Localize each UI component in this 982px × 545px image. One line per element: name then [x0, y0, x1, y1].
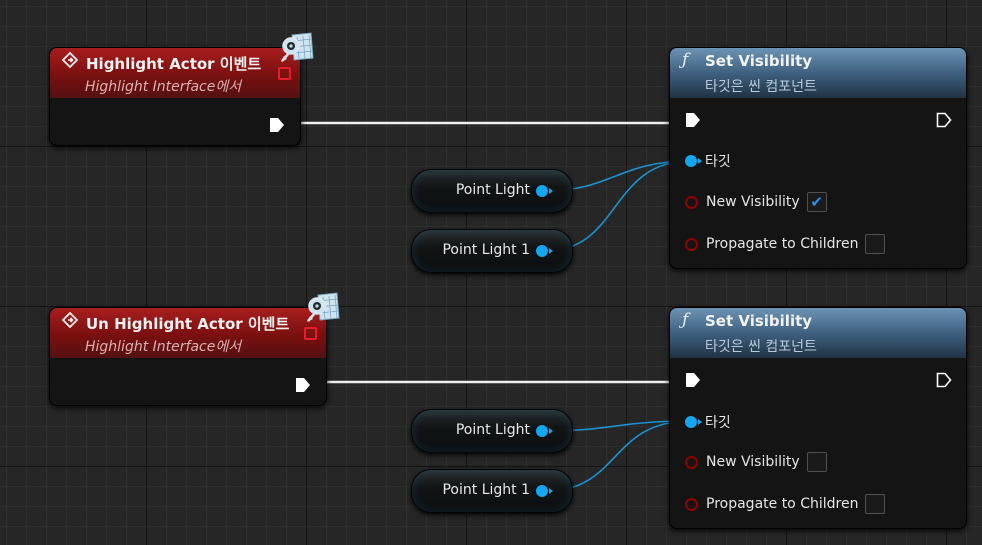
- event-title: Highlight Actor 이벤트: [86, 55, 262, 73]
- pin-row-propagate: Propagate to Children: [685, 233, 886, 255]
- interface-badge-icon: [307, 292, 340, 322]
- variable-node-point-light[interactable]: Point Light: [411, 169, 573, 213]
- event-subtitle: Highlight Interface에서: [85, 339, 242, 355]
- pin-label: New Visibility: [706, 454, 800, 470]
- variable-node-point-light-1[interactable]: Point Light 1: [411, 469, 573, 513]
- interface-badge-icon: [281, 32, 314, 62]
- pin-row-target: 타깃: [685, 150, 731, 172]
- event-diamond-icon: [62, 312, 78, 328]
- variable-node-point-light-1[interactable]: Point Light 1: [411, 229, 573, 273]
- event-node-header: Highlight Actor 이벤트 Highlight Interface에…: [50, 48, 300, 98]
- pin-label: New Visibility: [706, 194, 800, 210]
- function-node-header: ƒ Set Visibility 타깃은 씬 컴포넌트: [670, 308, 966, 358]
- pin-row-new-visibility: New Visibility ✔: [685, 191, 827, 213]
- function-icon: ƒ: [682, 310, 689, 330]
- variable-output-pin[interactable]: [536, 425, 553, 437]
- new-visibility-checkbox[interactable]: ✔: [806, 192, 827, 212]
- variable-label: Point Light 1: [442, 242, 530, 258]
- propagate-checkbox[interactable]: [865, 234, 886, 254]
- function-node-set-visibility[interactable]: ƒ Set Visibility 타깃은 씬 컴포넌트 타깃 New Visib…: [669, 47, 967, 269]
- function-node-set-visibility[interactable]: ƒ Set Visibility 타깃은 씬 컴포넌트 타깃 New Visib…: [669, 307, 967, 529]
- variable-label: Point Light: [455, 182, 530, 198]
- event-diamond-icon: [62, 52, 78, 68]
- pin-row-new-visibility: New Visibility: [685, 451, 827, 473]
- variable-output-pin[interactable]: [536, 185, 553, 197]
- function-title: Set Visibility: [705, 52, 813, 70]
- variable-label: Point Light: [455, 422, 530, 438]
- target-input-pin[interactable]: [685, 416, 702, 428]
- function-node-header: ƒ Set Visibility 타깃은 씬 컴포넌트: [670, 48, 966, 98]
- pin-label: 타깃: [705, 154, 731, 170]
- variable-output-pin[interactable]: [536, 245, 553, 257]
- new-visibility-input-pin[interactable]: [685, 195, 698, 209]
- exec-output-pin[interactable]: [936, 372, 952, 388]
- exec-output-pin[interactable]: [936, 112, 952, 128]
- propagate-checkbox[interactable]: [865, 494, 886, 514]
- delegate-output-pin[interactable]: [278, 67, 291, 80]
- variable-output-pin[interactable]: [536, 485, 553, 497]
- delegate-output-pin[interactable]: [304, 327, 317, 340]
- propagate-input-pin[interactable]: [685, 237, 698, 251]
- variable-node-point-light[interactable]: Point Light: [411, 409, 573, 453]
- function-title: Set Visibility: [705, 312, 813, 330]
- event-title: Un Highlight Actor 이벤트: [86, 315, 290, 333]
- pin-row-target: 타깃: [685, 411, 731, 433]
- exec-input-pin[interactable]: [685, 372, 701, 388]
- exec-output-pin[interactable]: [295, 377, 311, 393]
- new-visibility-checkbox[interactable]: [806, 452, 827, 472]
- target-input-pin[interactable]: [685, 155, 702, 167]
- pin-label: Propagate to Children: [706, 236, 859, 252]
- new-visibility-input-pin[interactable]: [685, 455, 698, 469]
- exec-output-pin[interactable]: [269, 117, 285, 133]
- variable-label: Point Light 1: [442, 482, 530, 498]
- function-subtitle: 타깃은 씬 컴포넌트: [705, 339, 817, 355]
- propagate-input-pin[interactable]: [685, 497, 698, 511]
- event-node-un-highlight-actor[interactable]: Un Highlight Actor 이벤트 Highlight Interfa…: [49, 307, 327, 406]
- pin-label: 타깃: [705, 415, 731, 431]
- pin-row-propagate: Propagate to Children: [685, 493, 886, 515]
- function-icon: ƒ: [682, 50, 689, 70]
- event-subtitle: Highlight Interface에서: [85, 79, 242, 95]
- function-subtitle: 타깃은 씬 컴포넌트: [705, 79, 817, 95]
- event-node-header: Un Highlight Actor 이벤트 Highlight Interfa…: [50, 308, 326, 358]
- exec-input-pin[interactable]: [685, 112, 701, 128]
- pin-label: Propagate to Children: [706, 496, 859, 512]
- event-node-highlight-actor[interactable]: Highlight Actor 이벤트 Highlight Interface에…: [49, 47, 301, 146]
